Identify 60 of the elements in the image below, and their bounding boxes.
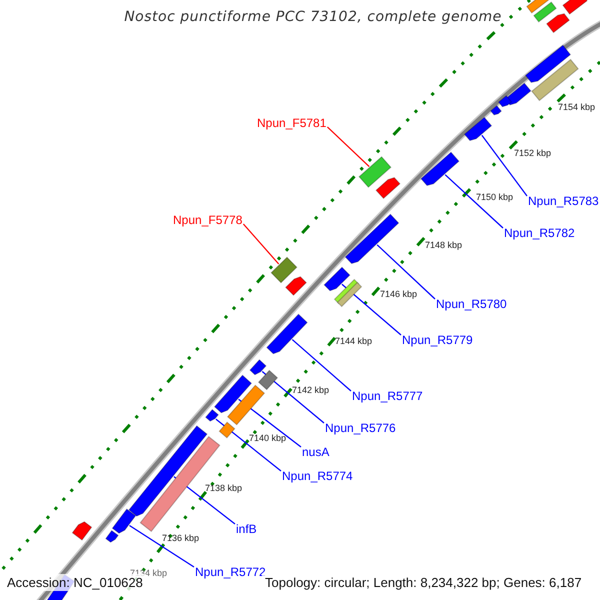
gene-feature: [266, 314, 308, 354]
tick-label: 7150 kbp: [476, 193, 514, 202]
gene-feature: [498, 95, 512, 108]
gene-feature: [72, 521, 92, 541]
leader-line: [242, 224, 280, 264]
gene-feature: [344, 214, 400, 264]
gene-block: [226, 384, 266, 426]
leader-line: [292, 339, 352, 392]
gene-feature: [205, 408, 219, 422]
gene-feature: [112, 508, 136, 534]
gene-feature: [105, 530, 119, 543]
tick-label: 7136 kbp: [162, 534, 200, 543]
gene-feature: [214, 374, 252, 414]
gene-feature: [285, 276, 307, 296]
gene-label: Npun_R5783: [528, 195, 599, 207]
gene-label: infB: [236, 523, 257, 535]
gene-feature: [249, 359, 267, 376]
tick-label: 7146 kbp: [380, 290, 418, 299]
leader-line: [481, 134, 528, 196]
gene-feature: [420, 152, 460, 186]
diagram-title: Nostoc punctiforme PCC 73102, complete genome: [123, 10, 503, 24]
gene-block: [270, 256, 298, 284]
gene-label: Npun_R5779: [402, 334, 473, 346]
gene-block: [526, 0, 550, 14]
tick-label: 7154 kbp: [558, 103, 596, 112]
gene-block: [218, 422, 236, 438]
tick-label: 7148 kbp: [425, 241, 462, 250]
gene-label: Npun_F5778: [173, 214, 242, 226]
leader-line: [129, 525, 194, 568]
gene-label: Npun_R5774: [282, 470, 353, 482]
gene-label: Npun_R5776: [325, 422, 396, 434]
tick-label: 7144 kbp: [335, 337, 372, 346]
gene-label: Npun_R5780: [436, 298, 507, 310]
gene-block: [258, 370, 278, 390]
gene-block: [533, 1, 557, 23]
gene-label: nusA: [302, 446, 330, 458]
leader-line: [216, 418, 282, 472]
gene-feature: [490, 105, 502, 116]
gene-feature: [524, 44, 572, 83]
gene-label: Npun_R5782: [504, 227, 575, 239]
gene-block: [531, 58, 579, 102]
tick-label: 7142 kbp: [292, 386, 330, 395]
gene-block: [334, 278, 362, 308]
footer-text: Accession: NC_010628: [4, 574, 146, 591]
leader-line: [376, 244, 436, 300]
gene-feature: [546, 13, 570, 34]
gene-feature: [562, 0, 588, 15]
tick-label: 7140 kbp: [249, 434, 286, 443]
leader-line: [262, 371, 324, 424]
gene-label: Npun_F5781: [257, 117, 326, 129]
gene-feature: [375, 177, 401, 200]
leader-line: [326, 126, 370, 167]
leader-line: [342, 284, 402, 336]
gene-label: Npun_R5777: [352, 390, 423, 402]
gene-feature: [464, 116, 492, 142]
gene-block: [358, 156, 392, 188]
tick-label: 7138 kbp: [205, 484, 242, 493]
leader-line: [444, 174, 504, 228]
tick-label: 7152 kbp: [514, 149, 552, 158]
gene-feature: [324, 266, 350, 292]
